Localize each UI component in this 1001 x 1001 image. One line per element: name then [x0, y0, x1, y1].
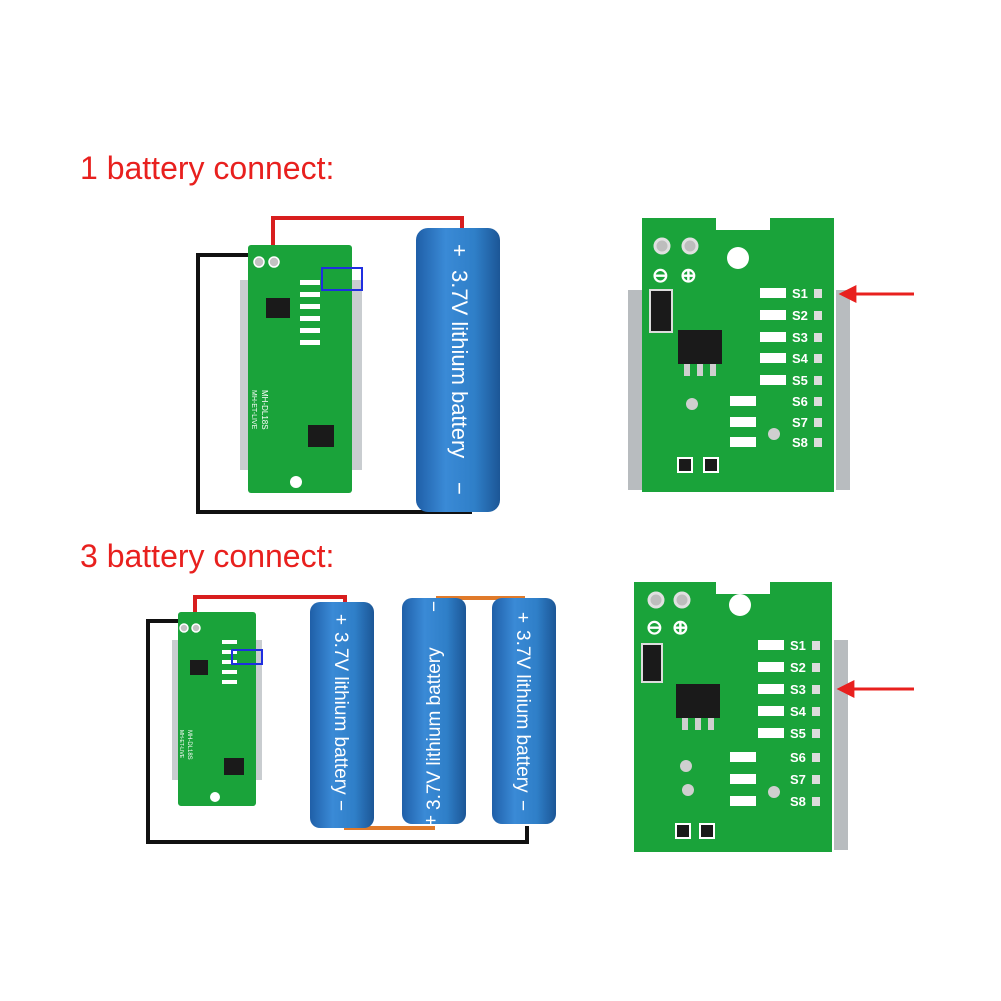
battery-1: + 3.7V lithium battery −	[416, 228, 500, 512]
pcb-model-rev-label: MH-ET-LIVE	[178, 730, 184, 759]
battery-plus: +	[447, 244, 472, 257]
pcb-model-label: MH-DL18S	[186, 730, 192, 760]
setting-s6: S6	[792, 394, 808, 409]
three-battery-diagram: MH-DL18S MH-ET-LIVE + 3.7V lithium batte…	[146, 595, 556, 844]
battery-minus: −	[330, 800, 351, 811]
pcb-model-label: MH-DL18S	[260, 390, 269, 430]
red-wire	[271, 216, 464, 262]
pcb-board: MH-DL18S MH-ET-LIVE	[172, 612, 262, 806]
battery-label: 3.7V lithium battery	[512, 630, 533, 793]
terminal-positive: ⊕	[680, 265, 697, 287]
setting-s5: S5	[790, 726, 806, 741]
setting-labels-bottom: S1 S2 S3 S4 S5 S6 S7 S8	[790, 638, 807, 809]
setting-s4: S4	[792, 351, 809, 366]
terminal-negative: ⊖	[646, 617, 663, 639]
battery-1: + 3.7V lithium battery −	[310, 602, 374, 828]
battery-label: 3.7V lithium battery	[447, 270, 472, 458]
setting-highlight-box	[321, 267, 363, 291]
setting-s5: S5	[792, 373, 808, 388]
heading-three-battery: 3 battery connect:	[80, 538, 335, 574]
pcb-board: MH-DL18S MH-ET-LIVE	[240, 245, 362, 493]
battery-3: + 3.7V lithium battery −	[492, 598, 556, 824]
pcb-model-rev-label: MH-ET-LIVE	[250, 390, 257, 430]
setting-labels-top: S1 S2 S3 S4 S5 S6 S7 S8	[792, 286, 809, 450]
battery-minus: −	[424, 601, 445, 612]
setting-s2: S2	[790, 660, 806, 675]
battery-minus: −	[447, 482, 472, 495]
battery-label: 3.7V lithium battery	[330, 632, 351, 795]
battery-2: − 3.7V lithium battery +	[402, 598, 466, 826]
setting-s3: S3	[792, 330, 808, 345]
setting-s6: S6	[790, 750, 806, 765]
battery-label: 3.7V lithium battery	[424, 647, 445, 810]
battery-minus: −	[512, 800, 533, 811]
pcb-zoom-top: ⊖ ⊕ S1 S2 S3 S4 S5 S6 S7 S8	[628, 218, 914, 492]
setting-s4: S4	[790, 704, 807, 719]
heading-one-battery: 1 battery connect:	[80, 150, 335, 186]
setting-highlight-box	[231, 649, 263, 665]
setting-s2: S2	[792, 308, 808, 323]
setting-s7: S7	[792, 415, 808, 430]
battery-plus: +	[512, 612, 533, 623]
setting-s3: S3	[790, 682, 806, 697]
setting-s1: S1	[790, 638, 806, 653]
battery-plus: +	[421, 815, 442, 826]
one-battery-diagram: MH-DL18S MH-ET-LIVE + 3.7V lithium batte…	[196, 216, 500, 514]
setting-s8: S8	[792, 435, 808, 450]
terminal-negative: ⊖	[652, 265, 669, 287]
setting-s7: S7	[790, 772, 806, 787]
terminal-positive: ⊕	[672, 617, 689, 639]
battery-plus: +	[330, 614, 351, 625]
setting-s8: S8	[790, 794, 806, 809]
pcb-zoom-bottom: ⊖ ⊕ S1 S2 S3 S4 S5 S6 S7 S8	[634, 582, 914, 852]
setting-s1: S1	[792, 286, 808, 301]
